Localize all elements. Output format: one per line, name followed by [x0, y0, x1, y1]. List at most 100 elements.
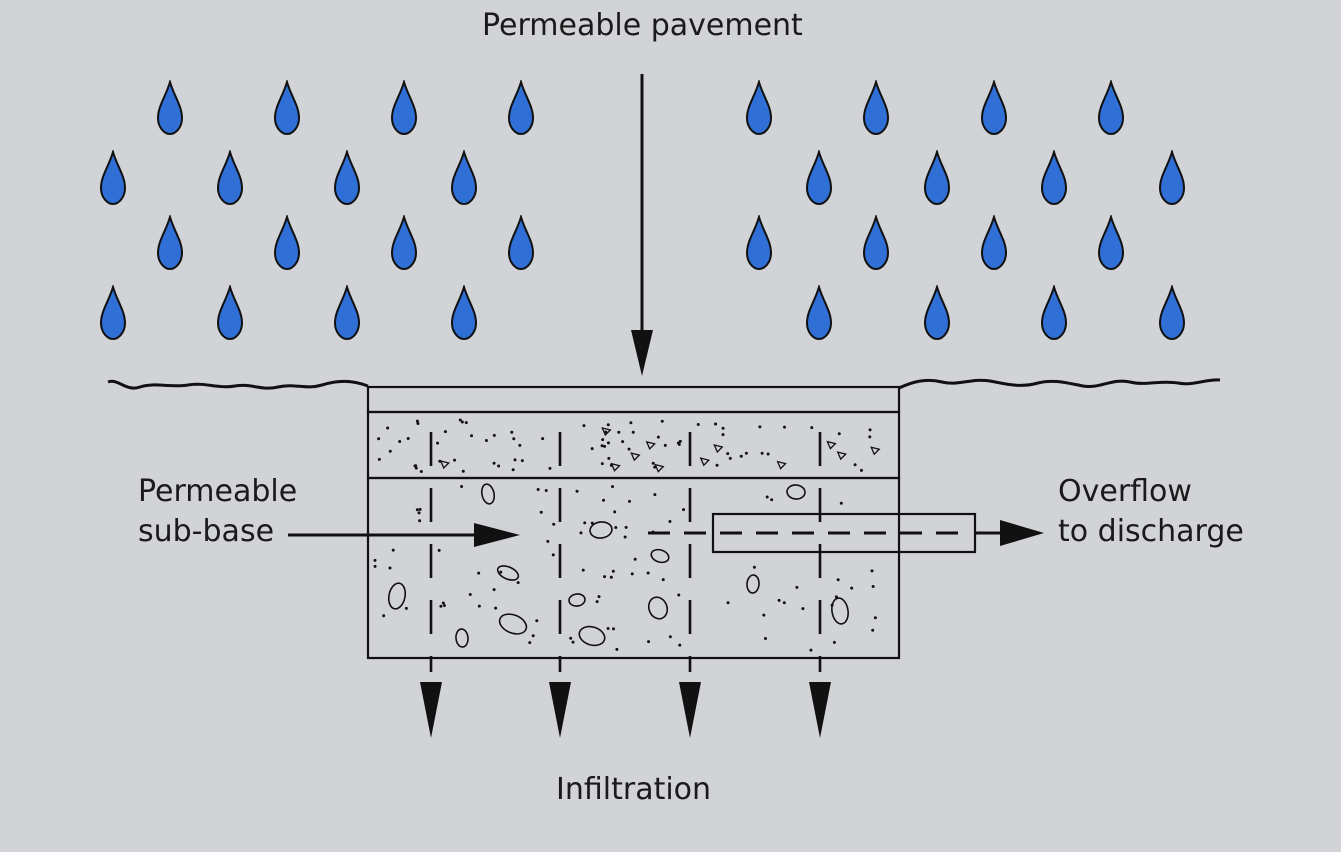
aggregate-dot	[590, 447, 594, 451]
aggregate-dot	[668, 520, 672, 524]
aggregate-dot	[516, 581, 520, 585]
overflow-pipe	[648, 512, 1044, 554]
aggregate-dot	[677, 442, 681, 446]
aggregate-pebble	[786, 484, 806, 500]
aggregate-dot	[726, 452, 730, 456]
aggregate-dot	[579, 531, 583, 535]
aggregate-dot	[453, 458, 457, 462]
aggregate-dot	[406, 436, 410, 440]
aggregate-dot	[600, 444, 604, 448]
aggregate-dot	[398, 439, 402, 443]
aggregate-dot	[458, 418, 462, 422]
label-permeable-subbase: Permeable sub-base	[138, 472, 297, 552]
aggregate-dot	[414, 466, 418, 470]
aggregate-dot	[404, 606, 408, 610]
aggregate-chip	[699, 457, 711, 467]
aggregate-dot	[590, 521, 594, 525]
aggregate-dot	[492, 588, 496, 592]
aggregate-dot	[795, 585, 799, 589]
aggregate-dot	[460, 484, 464, 488]
aggregate-dot	[418, 519, 422, 523]
aggregate-dot	[837, 432, 841, 436]
aggregate-dot	[850, 586, 854, 590]
aggregate-dot	[621, 440, 625, 444]
aggregate-pebble	[578, 625, 606, 647]
aggregate-dot	[770, 498, 774, 502]
raindrop-icon	[981, 216, 1007, 270]
raindrop-icon	[451, 151, 477, 205]
aggregate-dot	[468, 592, 472, 596]
aggregate-chip	[713, 444, 724, 454]
aggregate-pebble	[650, 548, 670, 564]
aggregate-pebble	[589, 521, 613, 539]
aggregate-dot	[868, 435, 872, 439]
aggregate-dot	[492, 461, 496, 465]
aggregate-dot	[539, 510, 543, 514]
arrow-icon	[809, 682, 831, 738]
aggregate-dot	[606, 423, 610, 427]
aggregate-chip	[826, 440, 837, 450]
aggregate-dot	[615, 647, 619, 651]
label-subbase-line-1: Permeable	[138, 474, 298, 509]
aggregate-dot	[373, 564, 377, 568]
aggregate-dot	[629, 421, 633, 425]
aggregate-pebble	[387, 582, 407, 610]
aggregate-dot	[611, 485, 615, 489]
aggregate-dot	[647, 640, 651, 644]
aggregate-dot	[388, 449, 392, 453]
raindrop-icon	[924, 151, 950, 205]
aggregate-dot	[646, 571, 650, 575]
aggregate-dot	[541, 437, 545, 441]
arrow-icon	[420, 682, 442, 738]
aggregate-dot	[765, 495, 769, 499]
aggregate-dot	[611, 569, 615, 573]
aggregate-dot	[836, 578, 840, 582]
label-permeable-pavement: Permeable pavement	[482, 8, 803, 43]
aggregate-dot	[714, 422, 718, 426]
aggregate-pebble	[455, 628, 469, 648]
aggregate-dot	[373, 558, 377, 562]
aggregate-dot	[597, 595, 601, 599]
aggregate-dot	[868, 428, 872, 432]
raindrop-icon	[1098, 81, 1124, 135]
aggregate-dot	[762, 613, 766, 617]
aggregate-dot	[661, 578, 665, 582]
raindrop-icon	[1159, 151, 1185, 205]
aggregate-chip	[654, 463, 665, 473]
raindrop-icon	[981, 81, 1007, 135]
aggregate-chip	[439, 460, 451, 470]
aggregate-dot	[623, 535, 627, 539]
aggregate-pebble	[498, 613, 528, 635]
aggregate-dot	[520, 459, 524, 463]
aggregate-dot	[442, 603, 446, 607]
aggregate-dot	[437, 548, 441, 552]
aggregate-dot	[628, 499, 632, 503]
aggregate-dot	[443, 430, 447, 434]
label-overflow-line-2: to discharge	[1058, 514, 1244, 549]
aggregate-dot	[839, 501, 843, 505]
aggregate-dot	[871, 585, 875, 589]
aggregate-dot	[653, 493, 657, 497]
pavement-subbase-layer	[366, 476, 901, 660]
raindrop-icon	[217, 286, 243, 340]
aggregate-pebble	[496, 565, 520, 581]
aggregate-chip	[776, 460, 787, 470]
aggregate-dot	[601, 438, 605, 442]
aggregate-dot	[651, 461, 655, 465]
aggregate-dot	[575, 489, 579, 493]
aggregate-dot	[758, 425, 762, 429]
ground-line-left	[107, 379, 369, 390]
aggregate-pebble	[746, 574, 760, 594]
aggregate-chip	[836, 451, 848, 461]
aggregate-dot	[510, 430, 514, 434]
raindrop-icon	[806, 286, 832, 340]
aggregate-dot	[595, 600, 599, 604]
raindrop-icon	[334, 286, 360, 340]
aggregate-dot	[518, 443, 522, 447]
label-overflow-line-1: Overflow	[1058, 474, 1192, 509]
aggregate-dot	[546, 539, 550, 543]
aggregate-dot	[582, 424, 586, 428]
aggregate-dot	[682, 508, 686, 512]
